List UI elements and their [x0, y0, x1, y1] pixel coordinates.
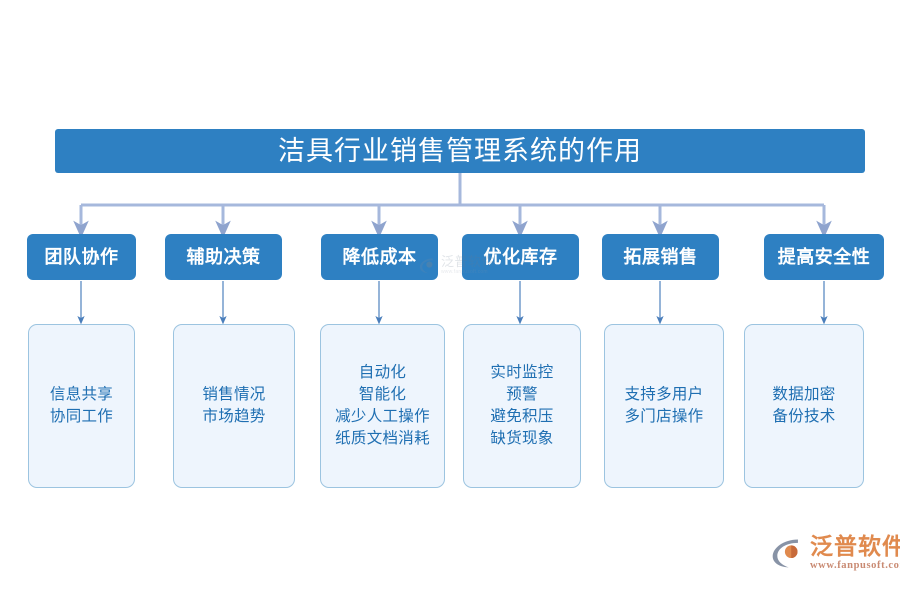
detail-box-5: 支持多用户 多门店操作 [604, 324, 724, 488]
detail-text-6: 数据加密 备份技术 [772, 386, 836, 425]
detail-text-2: 销售情况 市场趋势 [202, 386, 266, 425]
detail-text-1: 信息共享 协同工作 [49, 386, 114, 425]
category-label-4: 优化库存 [483, 247, 558, 267]
brand-logo: 泛普软件 www.fanpusoft.com [770, 535, 900, 572]
detail-box-1: 信息共享 协同工作 [28, 324, 135, 488]
detail-box-4: 实时监控 预警 避免积压 缺货现象 [463, 324, 581, 488]
category-label-6: 提高安全性 [777, 247, 871, 267]
brand-url: www.fanpusoft.com [810, 560, 900, 571]
brand-logo-words: 泛普软件 www.fanpusoft.com [810, 535, 900, 572]
category-box-1[interactable]: 团队协作 [27, 234, 136, 280]
category-box-2[interactable]: 辅助决策 [165, 234, 282, 280]
category-box-6[interactable]: 提高安全性 [764, 234, 884, 280]
category-label-5: 拓展销售 [623, 247, 698, 267]
detail-box-2: 销售情况 市场趋势 [173, 324, 295, 488]
page-title: 洁具行业销售管理系统的作用 [278, 135, 642, 166]
category-label-1: 团队协作 [44, 247, 119, 267]
detail-text-5: 支持多用户 多门店操作 [624, 386, 704, 425]
detail-box-6: 数据加密 备份技术 [744, 324, 864, 488]
category-box-4[interactable]: 优化库存 [462, 234, 579, 280]
diagram-title-banner: 洁具行业销售管理系统的作用 [55, 129, 865, 173]
category-box-3[interactable]: 降低成本 [321, 234, 438, 280]
brand-name: 泛普软件 [810, 533, 900, 559]
fanpu-logo-icon [772, 539, 798, 568]
detail-box-3: 自动化 智能化 减少人工操作 纸质文档消耗 [320, 324, 445, 488]
category-label-2: 辅助决策 [186, 247, 261, 267]
detail-text-4: 实时监控 预警 避免积压 缺货现象 [490, 364, 554, 447]
category-box-5[interactable]: 拓展销售 [602, 234, 719, 280]
category-label-3: 降低成本 [342, 247, 417, 267]
detail-text-3: 自动化 智能化 减少人工操作 纸质文档消耗 [335, 364, 430, 447]
